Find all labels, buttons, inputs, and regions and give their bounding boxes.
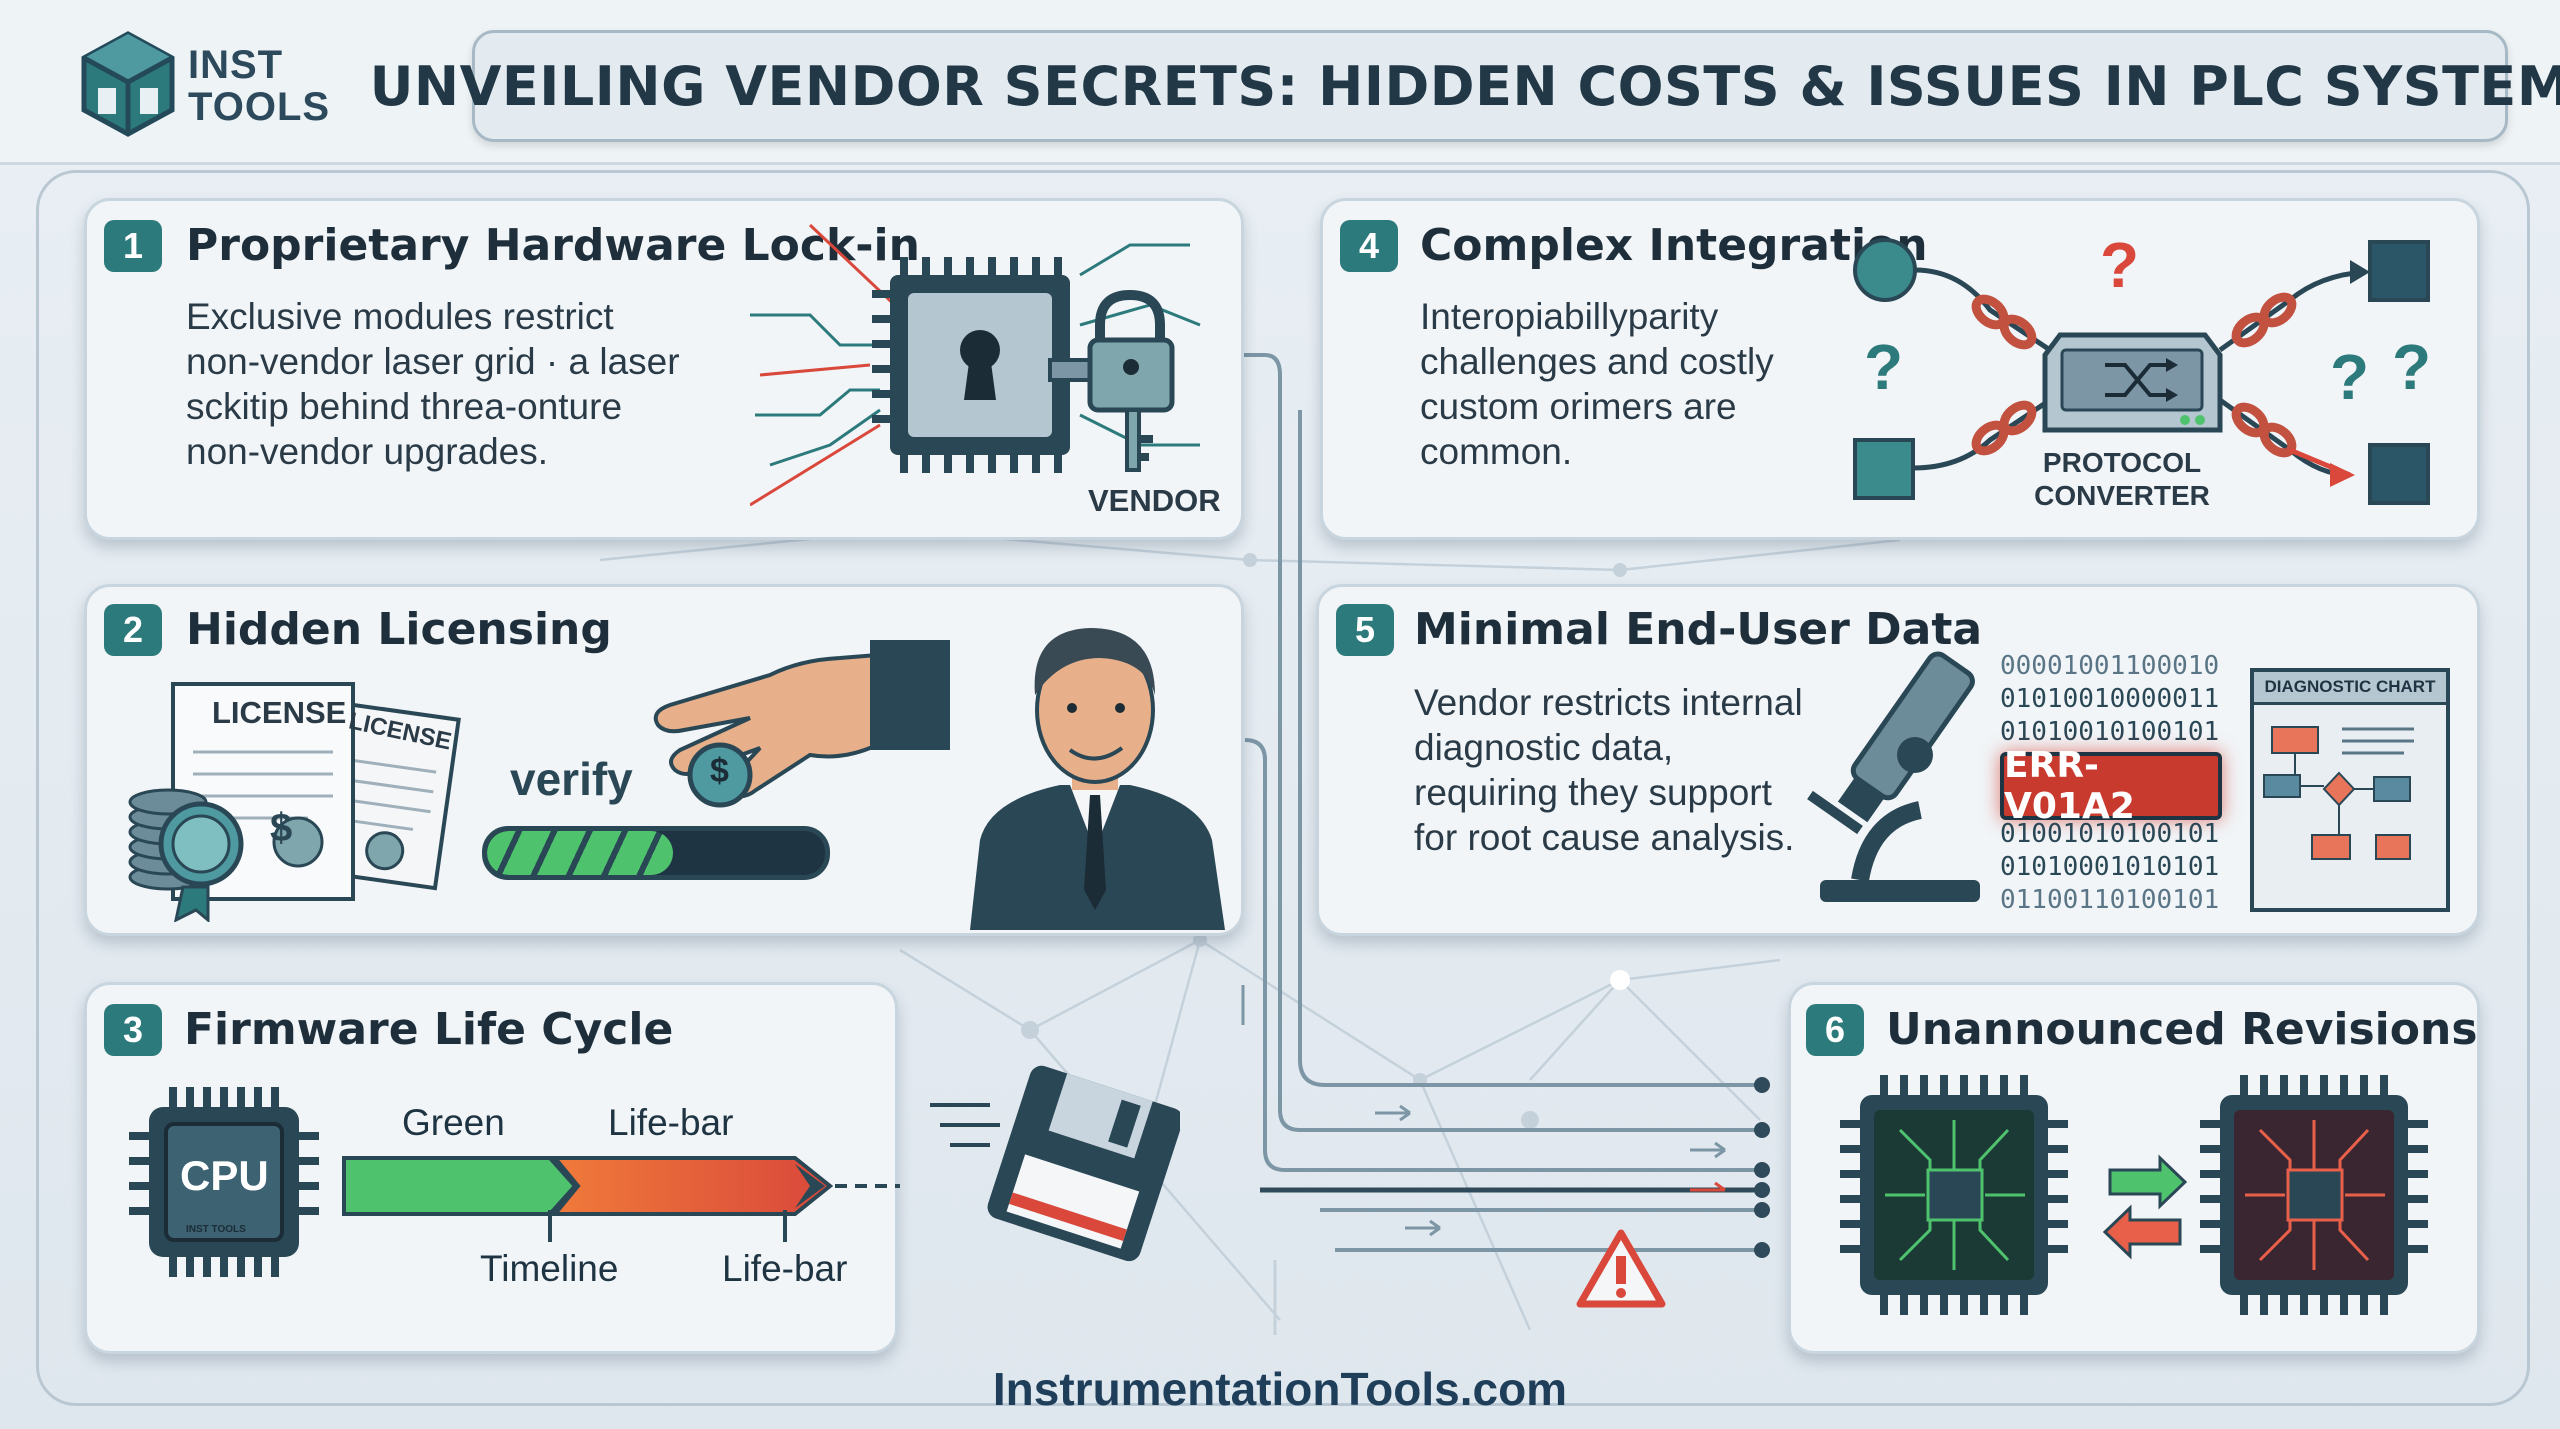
card-title: Firmware Life Cycle xyxy=(184,1004,674,1055)
binary-data-bottom: 01001010100101 01010001010101 0110011010… xyxy=(2000,818,2219,917)
logo-line2: TOOLS xyxy=(188,85,331,129)
desc-line: for root cause analysis. xyxy=(1414,817,1795,858)
verify-label: verify xyxy=(510,753,633,805)
desc-line: non-vendor upgrades. xyxy=(186,431,549,472)
desc-line: Vendor restricts internal xyxy=(1414,682,1803,723)
revision-chips-illustration xyxy=(1840,1075,2428,1315)
dollar-icon: $ xyxy=(270,806,293,850)
binary-line: 01100110100101 xyxy=(2000,885,2220,915)
card-title: Unannounced Revisions xyxy=(1886,1004,2478,1055)
footer-site[interactable]: InstrumentationTools.com xyxy=(992,1363,1568,1415)
progress-fill xyxy=(487,831,673,875)
firmware-timeline-bar xyxy=(342,1156,900,1216)
lifebar-bottom-label: Life-bar xyxy=(722,1248,848,1289)
card-number-badge: 5 xyxy=(1336,604,1394,656)
error-code-box: ERR-V01A2 xyxy=(2000,745,2222,827)
verification-progress-bar xyxy=(482,826,830,880)
page-title: UNVEILING VENDOR SECRETS: HIDDEN COSTS &… xyxy=(369,54,2560,118)
cpu-label: CPU xyxy=(180,1152,269,1199)
license-label: LICENSE xyxy=(212,695,347,730)
desc-line: custom orimers are xyxy=(1420,386,1737,427)
card-description: Vendor restricts internal diagnostic dat… xyxy=(1414,680,1803,860)
protocol-converter-illustration xyxy=(1853,238,2430,505)
question-mark-icon: ? xyxy=(2330,341,2370,413)
error-code: ERR-V01A2 xyxy=(2004,745,2135,827)
coin-dollar-icon: $ xyxy=(710,752,729,790)
hand-coin-illustration xyxy=(653,640,950,808)
card-description: Exclusive modules restrict non-vendor la… xyxy=(186,294,680,474)
license-documents-illustration xyxy=(128,682,461,922)
content-frame xyxy=(36,170,2530,1406)
card-title: Hidden Licensing xyxy=(186,604,612,655)
card-number-badge: 2 xyxy=(104,604,162,656)
desc-line: sckitip behind threa-onture xyxy=(186,386,623,427)
warning-icon xyxy=(1576,1229,1666,1308)
desc-line: challenges and costly xyxy=(1420,341,1774,382)
card-number-badge: 4 xyxy=(1340,220,1398,272)
desc-line: requiring they support xyxy=(1414,772,1772,813)
converter-line: PROTOCOL xyxy=(2042,447,2202,478)
card-number-badge: 3 xyxy=(104,1004,162,1056)
question-mark-icon: ? xyxy=(2392,331,2432,403)
timeline-ticks xyxy=(548,1210,787,1242)
binary-line: 01010010100101 xyxy=(2000,717,2220,747)
desc-line: non-vendor laser grid · a laser xyxy=(186,341,680,382)
card-title: Proprietary Hardware Lock-in xyxy=(186,220,920,271)
cpu-chip-icon xyxy=(129,1087,319,1277)
desc-line: common. xyxy=(1420,431,1573,472)
binary-data-top: 00001001100010 01010010000011 0101001010… xyxy=(2000,650,2219,749)
logo-text: INST TOOLS xyxy=(188,44,330,128)
locked-chip-illustration xyxy=(750,223,1201,507)
converter-line: CONVERTER xyxy=(2034,480,2210,511)
question-mark-icon: ? xyxy=(1864,331,1904,403)
binary-line: 01010001010101 xyxy=(2000,852,2220,882)
title-banner: UNVEILING VENDOR SECRETS: HIDDEN COSTS &… xyxy=(370,30,2560,142)
desc-line: Exclusive modules restrict xyxy=(186,296,614,337)
binary-line: 01010010000011 xyxy=(2000,684,2220,714)
lifebar-top-label: Life-bar xyxy=(608,1102,734,1143)
inst-tools-logo-icon xyxy=(81,31,175,137)
logo-line1: INST xyxy=(188,43,284,87)
card-title: Minimal End-User Data xyxy=(1414,604,1983,655)
floppy-disk-icon xyxy=(930,1065,1180,1262)
cpu-small-label: INST TOOLS xyxy=(186,1224,246,1235)
card-title: Complex Integration xyxy=(1420,220,1928,271)
desc-line: Interopiabillyparity xyxy=(1420,296,1719,337)
binary-line: 00001001100010 xyxy=(2000,651,2220,681)
microscope-icon xyxy=(1807,651,1980,902)
flowchart-icon xyxy=(2263,726,2414,860)
card-description: Interopiabillyparity challenges and cost… xyxy=(1420,294,1774,474)
card-number-badge: 6 xyxy=(1806,1004,1864,1056)
desc-line: diagnostic data, xyxy=(1414,727,1674,768)
diagnostic-chart-panel: DIAGNOSTIC CHART xyxy=(2250,668,2450,912)
timeline-label: Timeline xyxy=(480,1248,619,1289)
question-mark-icon: ? xyxy=(2100,229,2140,301)
green-label: Green xyxy=(402,1102,505,1143)
binary-line: 01001010100101 xyxy=(2000,819,2220,849)
businessman-illustration xyxy=(970,628,1225,930)
protocol-converter-label: PROTOCOL CONVERTER xyxy=(2022,446,2222,512)
vendor-tag: VENDOR xyxy=(1088,483,1221,518)
diagnostic-chart-title: DIAGNOSTIC CHART xyxy=(2254,672,2446,705)
card-number-badge: 1 xyxy=(104,220,162,272)
